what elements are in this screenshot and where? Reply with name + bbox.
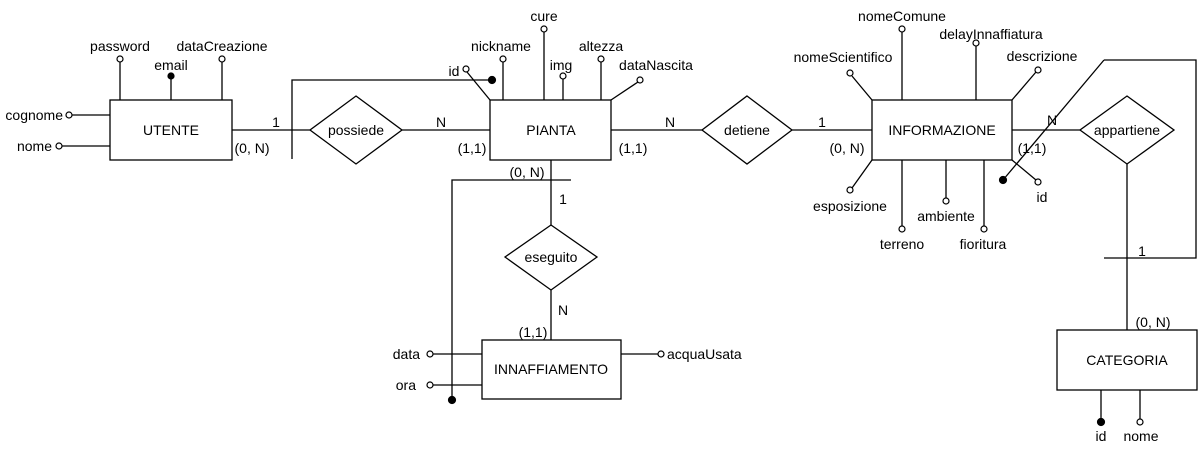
attribute-ora: ora <box>396 377 416 393</box>
cardinality-labels: 1 (0, N) N (1,1) N (1,1) 1 (0, N) N (1,1… <box>235 112 1171 340</box>
attribute-marker-delayinnaffiatura <box>972 39 980 47</box>
cardinality-pianta-detiene: (1,1) <box>619 140 648 156</box>
cardinality-possiede-utente: 1 <box>272 114 280 130</box>
identifier-line-informazione <box>1002 59 1105 181</box>
attribute-datacreazione: dataCreazione <box>176 38 267 54</box>
attribute-marker-ora <box>426 381 434 389</box>
attribute-data: data <box>393 346 420 362</box>
identifier-marker-pianta <box>487 75 497 85</box>
identifier-marker-innaffiamento <box>447 395 457 405</box>
relationship-detiene[interactable]: detiene <box>700 95 794 165</box>
attribute-marker-data <box>426 350 434 358</box>
attribute-cognome: cognome <box>5 107 63 123</box>
attribute-marker-acquausata <box>657 350 665 358</box>
attribute-nickname: nickname <box>471 38 531 54</box>
entity-categoria-label: CATEGORIA <box>1086 352 1168 368</box>
entity-utente[interactable]: UTENTE <box>109 99 233 161</box>
attribute-marker-esposizione <box>846 186 854 194</box>
cardinality-eseguito-pianta: 1 <box>559 191 567 207</box>
cardinality-detiene-pianta: N <box>665 114 675 130</box>
attribute-img: img <box>550 57 573 73</box>
cardinality-detiene-informazione: 1 <box>818 114 826 130</box>
entity-pianta-label: PIANTA <box>526 122 576 138</box>
relationship-eseguito[interactable]: eseguito <box>503 224 599 291</box>
cardinality-eseguito-innaffiamento: N <box>558 302 568 318</box>
attribute-lines <box>62 32 1141 420</box>
attribute-marker-categoria-nome <box>1136 418 1144 426</box>
attribute-marker-nickname <box>499 55 507 63</box>
identifier-bracket-pianta <box>291 79 490 159</box>
cardinality-pianta-eseguito: (0, N) <box>510 164 545 180</box>
identifier-marker-email <box>167 72 175 80</box>
relationship-eseguito-label: eseguito <box>525 249 578 265</box>
attribute-nome: nome <box>17 138 52 154</box>
entity-informazione-label: INFORMAZIONE <box>888 122 995 138</box>
attribute-marker-ambiente <box>942 197 950 205</box>
cardinality-informazione-appartiene: (1,1) <box>1018 140 1047 156</box>
attribute-marker-nomecomune <box>898 25 906 33</box>
attribute-markers <box>55 25 1144 427</box>
attribute-marker-cognome <box>65 111 73 119</box>
attribute-marker-pianta-id <box>462 65 470 73</box>
relationship-detiene-label: detiene <box>724 122 770 138</box>
attribute-informazione-id: id <box>1037 189 1048 205</box>
attribute-ambiente: ambiente <box>917 208 975 224</box>
connector-lines <box>232 59 1197 398</box>
attribute-marker-terreno <box>898 225 906 233</box>
identifier-marker-categoria-id <box>1096 417 1106 427</box>
cardinality-appartiene-categoria: 1 <box>1138 243 1146 259</box>
relationship-appartiene-label: appartiene <box>1094 122 1160 138</box>
attribute-labels: password email dataCreazione cognome nom… <box>5 8 1158 444</box>
attribute-terreno: terreno <box>880 236 925 252</box>
attribute-marker-nome <box>55 142 63 150</box>
attribute-fioritura: fioritura <box>960 236 1007 252</box>
relationship-possiede[interactable]: possiede <box>308 95 404 165</box>
attribute-email: email <box>154 57 187 73</box>
entity-innaffiamento[interactable]: INNAFFIAMENTO <box>481 339 622 400</box>
attribute-marker-nomescientifico <box>846 69 854 77</box>
attribute-acquausata: acquaUsata <box>667 346 742 362</box>
cardinality-innaffiamento-eseguito: (1,1) <box>519 324 548 340</box>
attribute-cure: cure <box>530 8 557 24</box>
identifier-bracket-innaffiamento <box>451 179 571 398</box>
attribute-descrizione: descrizione <box>1007 48 1078 64</box>
attribute-categoria-id: id <box>1096 428 1107 444</box>
cardinality-categoria-appartiene: (0, N) <box>1136 314 1171 330</box>
attribute-marker-cure <box>540 25 548 33</box>
attribute-marker-descrizione <box>1034 66 1042 74</box>
attribute-pianta-id: id <box>449 63 460 79</box>
attribute-nomecomune: nomeComune <box>858 8 946 24</box>
attribute-delayinnaffiatura: delayInnaffiatura <box>939 26 1042 42</box>
attribute-marker-datanascita <box>636 76 644 84</box>
relationship-appartiene[interactable]: appartiene <box>1078 95 1176 165</box>
attribute-marker-img <box>559 72 567 80</box>
attribute-nomescientifico: nomeScientifico <box>794 49 893 65</box>
attribute-marker-altezza <box>597 55 605 63</box>
cardinality-possiede-pianta: N <box>436 114 446 130</box>
cardinality-appartiene-informazione: N <box>1047 112 1057 128</box>
entity-utente-label: UTENTE <box>143 122 199 138</box>
attribute-marker-password <box>116 55 124 63</box>
entity-informazione[interactable]: INFORMAZIONE <box>871 99 1013 161</box>
attribute-marker-datacreazione <box>218 55 226 63</box>
identifier-bracket-informazione <box>1104 59 1197 259</box>
entity-pianta[interactable]: PIANTA <box>489 99 612 161</box>
attribute-categoria-nome: nome <box>1123 428 1158 444</box>
relationship-possiede-label: possiede <box>328 122 384 138</box>
cardinality-utente-possiede: (0, N) <box>235 140 270 156</box>
attribute-marker-fioritura <box>980 225 988 233</box>
identifier-marker-informazione <box>998 175 1008 185</box>
cardinality-informazione-detiene: (0, N) <box>830 140 865 156</box>
attribute-datanascita: dataNascita <box>619 57 693 73</box>
attribute-marker-informazione-id <box>1034 178 1042 186</box>
attribute-altezza: altezza <box>579 38 624 54</box>
attribute-esposizione: esposizione <box>813 198 887 214</box>
entity-innaffiamento-label: INNAFFIAMENTO <box>494 361 608 377</box>
attribute-password: password <box>90 38 150 54</box>
entity-categoria[interactable]: CATEGORIA <box>1056 329 1198 391</box>
cardinality-pianta-possiede: (1,1) <box>458 140 487 156</box>
